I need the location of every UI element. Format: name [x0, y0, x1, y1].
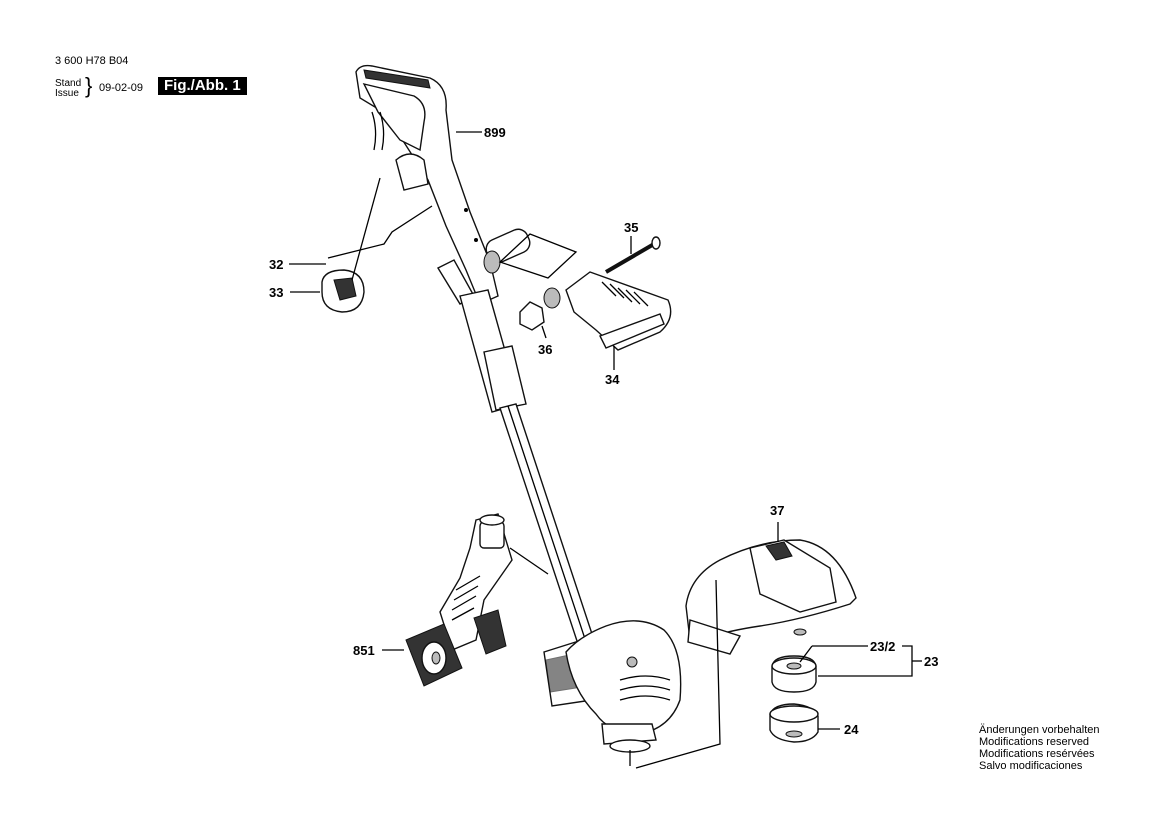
figure-label: Fig./Abb. 1	[158, 77, 247, 95]
doc-number: 3 600 H78 B04	[55, 55, 129, 67]
handle-part-899	[355, 64, 531, 305]
notice-line-de: Änderungen vorbehalten	[979, 724, 1100, 736]
notice-line-en: Modifications reserved	[979, 736, 1090, 748]
callout-35: 35	[624, 220, 638, 235]
part-32-wire	[327, 205, 433, 259]
assembly-frame	[498, 233, 578, 279]
callout-32: 32	[269, 257, 283, 272]
assembly-line-37	[635, 579, 721, 769]
bracket-23	[818, 645, 913, 677]
callout-36: 36	[538, 342, 552, 357]
callout-34: 34	[605, 372, 620, 387]
shaft	[437, 259, 595, 645]
issue-label: Issue	[55, 88, 79, 99]
modifications-notice: Änderungen vorbehalten Modifications res…	[979, 724, 1099, 772]
part-851-wheel-guide	[405, 513, 513, 687]
callout-23-2: 23/2	[870, 639, 895, 654]
part-37-guard	[685, 539, 857, 655]
part-34-aux-handle	[543, 271, 672, 351]
part-33-clip	[321, 269, 365, 313]
leader-23-2	[799, 645, 813, 663]
assembly-line-851	[509, 547, 549, 575]
callout-23: 23	[924, 654, 938, 669]
part-24-cap	[769, 703, 819, 743]
notice-line-es: Salvo modificaciones	[979, 760, 1083, 772]
brace: }	[85, 73, 93, 98]
part-36-knob	[519, 301, 545, 331]
notice-line-fr: Modifications resérvées	[979, 748, 1095, 760]
issue-date: 09-02-09	[99, 82, 144, 94]
stand-label: Stand	[55, 78, 82, 89]
assembly-line-33	[351, 177, 381, 281]
callout-33: 33	[269, 285, 283, 300]
part-23-2-spool	[771, 655, 817, 693]
callout-851: 851	[353, 643, 375, 658]
motor-housing	[543, 620, 682, 766]
callout-24: 24	[844, 722, 859, 737]
part-35-bolt	[604, 236, 661, 274]
leader-36	[541, 325, 547, 339]
callout-37: 37	[770, 503, 784, 518]
callout-899: 899	[484, 125, 506, 140]
